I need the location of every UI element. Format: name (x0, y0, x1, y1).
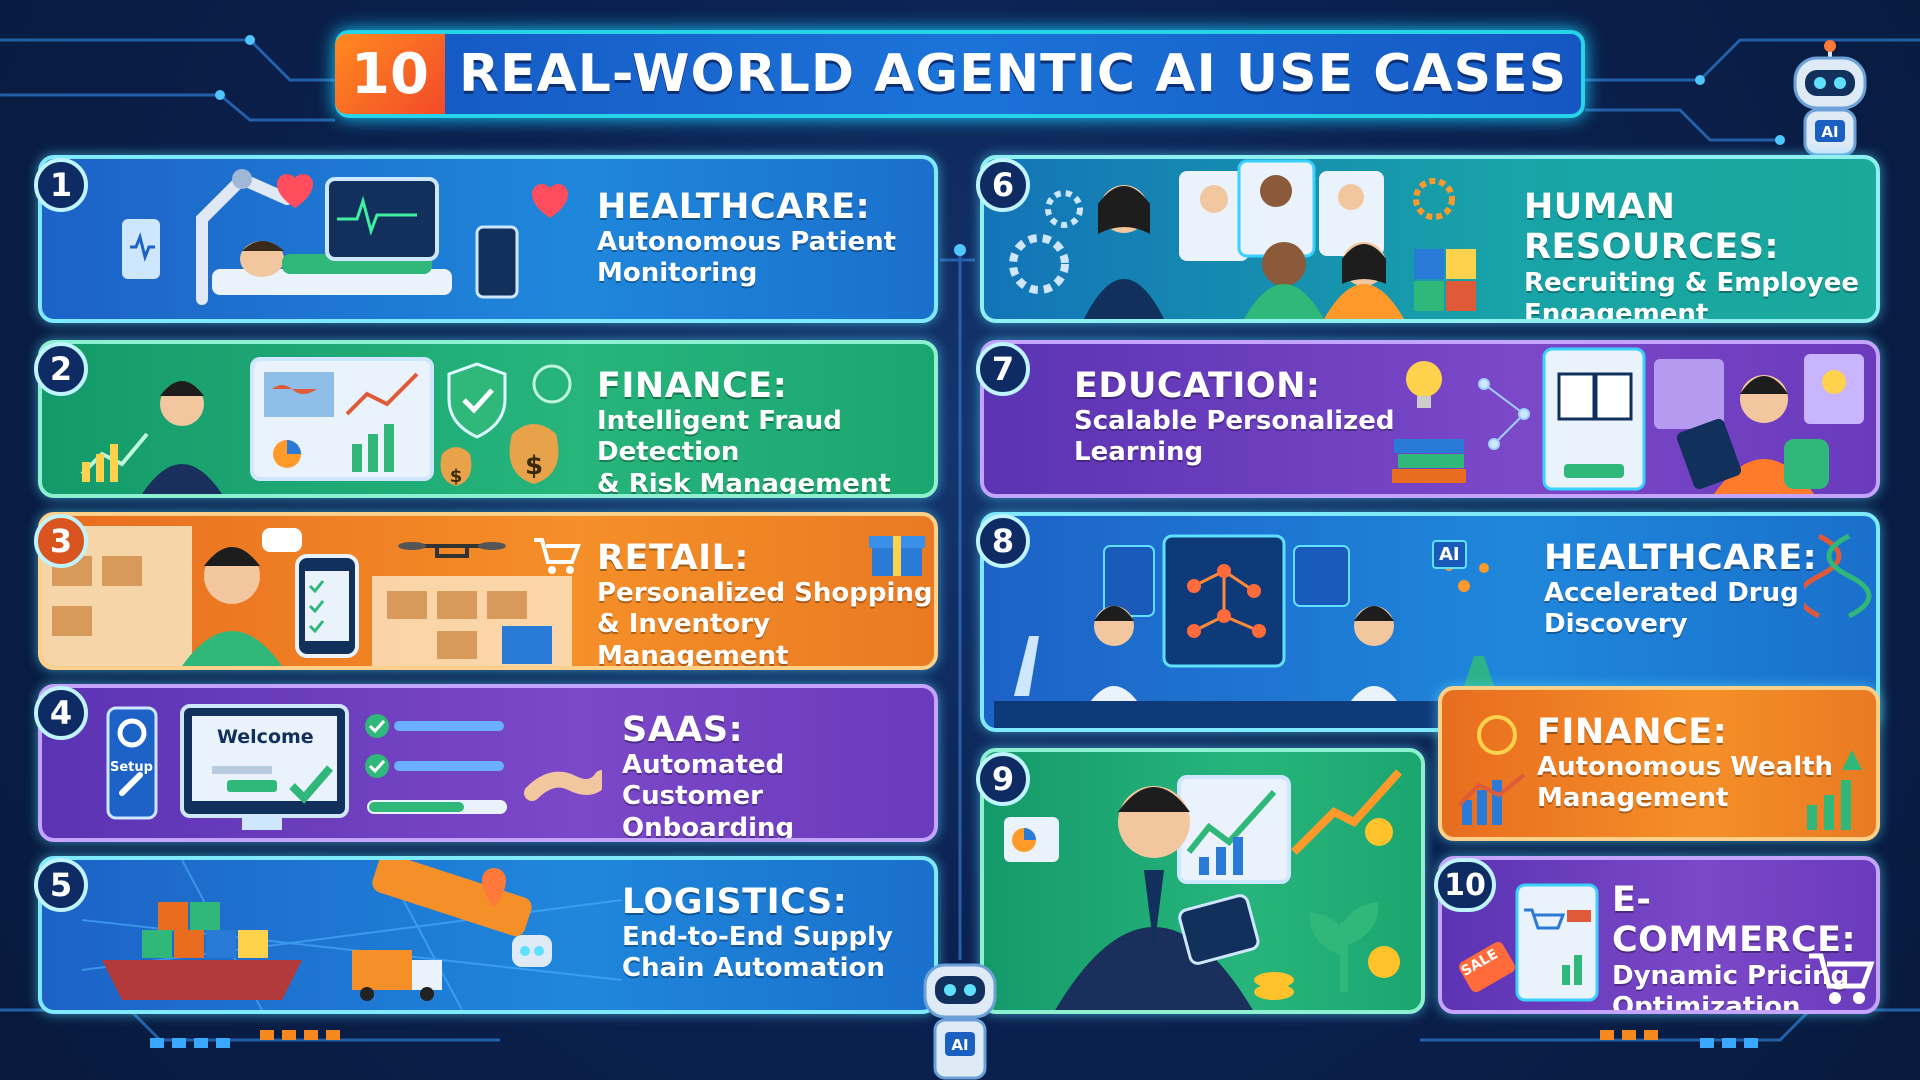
learning-illustration (1392, 347, 1864, 494)
fraud-detection-illustration: $ $ (80, 357, 572, 494)
card-finance-fraud[interactable]: $ $ FINANCE: Intelligent Fraud Detection… (38, 340, 938, 498)
card-heading: HEALTHCARE: (1544, 538, 1818, 578)
card-subtitle-line: Recruiting & Employee (1524, 267, 1860, 298)
card-number: 4 (34, 686, 88, 740)
card-heading: EDUCATION: (1074, 366, 1321, 406)
dna-icon (1804, 533, 1872, 619)
card-subtitle-line: Personalized Shopping (597, 578, 933, 609)
title-number: 10 (335, 34, 445, 114)
card-subtitle-line: Autonomous Patient (597, 227, 897, 258)
ai-badge: AI (1432, 540, 1467, 569)
robot-icon: AI (923, 963, 997, 1080)
card-finance-wealth-illustration[interactable] (980, 748, 1425, 1014)
card-number: 7 (976, 342, 1030, 396)
card-heading: HEALTHCARE: (597, 187, 871, 227)
card-subtitle-line: & Inventory Management (597, 609, 789, 670)
card-retail[interactable]: RETAIL: Personalized Shopping & Inventor… (38, 512, 938, 670)
card-logistics[interactable]: LOGISTICS: End-to-End Supply Chain Autom… (38, 856, 938, 1014)
card-heading: HUMAN RESOURCES: (1524, 187, 1779, 268)
card-subtitle-line: Engagement (1524, 298, 1709, 323)
shopping-cart-icon (1809, 953, 1875, 1004)
card-subtitle-line: Dynamic Pricing (1612, 960, 1850, 991)
card-subtitle-line: Automated Customer (622, 750, 785, 812)
card-subtitle-line: Accelerated Drug (1544, 578, 1799, 609)
dynamic-pricing-illustration (1459, 883, 1599, 1002)
wealth-management-illustration (1004, 769, 1402, 1010)
retail-shopping-illustration (42, 526, 572, 666)
robot-icon: AI (1793, 40, 1867, 157)
card-heading: FINANCE: (1537, 712, 1728, 752)
card-subtitle-line: Management (1537, 783, 1729, 814)
growth-chart-icon (1457, 715, 1526, 825)
recruiting-illustration (1009, 159, 1476, 319)
svg-text:AI: AI (951, 1036, 968, 1054)
welcome-screen-text: Welcome (217, 726, 314, 748)
card-heading: SAAS: (622, 710, 744, 750)
card-number: 5 (34, 858, 88, 912)
svg-text:$: $ (525, 451, 543, 481)
card-number: 9 (976, 752, 1030, 806)
card-subtitle-line: End-to-End Supply (622, 922, 894, 953)
card-ecommerce[interactable]: SALE E-COMMERCE: Dynamic Pricing Optimiz… (1438, 856, 1880, 1014)
saas-onboarding-illustration (106, 704, 602, 830)
card-number: 8 (976, 514, 1030, 568)
card-subtitle-line: Onboarding (622, 812, 795, 842)
card-number: 2 (34, 342, 88, 396)
card-subtitle-line: Monitoring (597, 258, 758, 289)
title-banner: 10 REAL-WORLD AGENTIC AI USE CASES (335, 30, 1585, 118)
gift-icon (869, 536, 925, 576)
card-number: 10 (1434, 858, 1496, 912)
card-human-resources[interactable]: HUMAN RESOURCES: Recruiting & Employee E… (980, 155, 1880, 323)
patient-monitoring-illustration (122, 169, 568, 305)
card-subtitle-line: & Risk Management (597, 468, 891, 498)
card-education[interactable]: EDUCATION: Scalable Personalized Learnin… (980, 340, 1880, 498)
svg-text:$: $ (450, 466, 463, 487)
card-heading: RETAIL: (597, 538, 749, 578)
card-healthcare-monitoring[interactable]: HEALTHCARE: Autonomous Patient Monitorin… (38, 155, 938, 323)
card-number: 1 (34, 158, 88, 212)
page-title: REAL-WORLD AGENTIC AI USE CASES (458, 44, 1568, 104)
card-heading: FINANCE: (597, 366, 788, 406)
cart-icon (534, 538, 581, 574)
card-subtitle-line: Scalable Personalized (1074, 406, 1395, 437)
svg-text:AI: AI (1821, 123, 1838, 141)
card-finance-wealth[interactable]: FINANCE: Autonomous Wealth Management (1438, 686, 1880, 841)
card-subtitle-line: Chain Automation (622, 953, 885, 984)
card-subtitle-line: Discovery (1544, 609, 1688, 640)
card-subtitle-line: Intelligent Fraud Detection (597, 406, 842, 468)
card-subtitle-line: Autonomous Wealth (1537, 752, 1834, 783)
card-number: 6 (976, 158, 1030, 212)
card-number: 3 (34, 514, 88, 568)
logistics-illustration (82, 860, 622, 1010)
card-heading: E-COMMERCE: (1612, 880, 1857, 961)
card-subtitle-line: Optimization (1612, 991, 1801, 1014)
card-saas-onboarding[interactable]: Welcome Setup SAAS: Automated Customer O… (38, 684, 938, 842)
setup-label: Setup (110, 760, 153, 775)
trend-up-icon (1807, 750, 1862, 830)
card-healthcare-drug-discovery[interactable]: AI HEALTHCARE: Accelerated Drug Discover… (980, 512, 1880, 732)
card-subtitle-line: Learning (1074, 437, 1204, 468)
card-heading: LOGISTICS: (622, 882, 848, 922)
